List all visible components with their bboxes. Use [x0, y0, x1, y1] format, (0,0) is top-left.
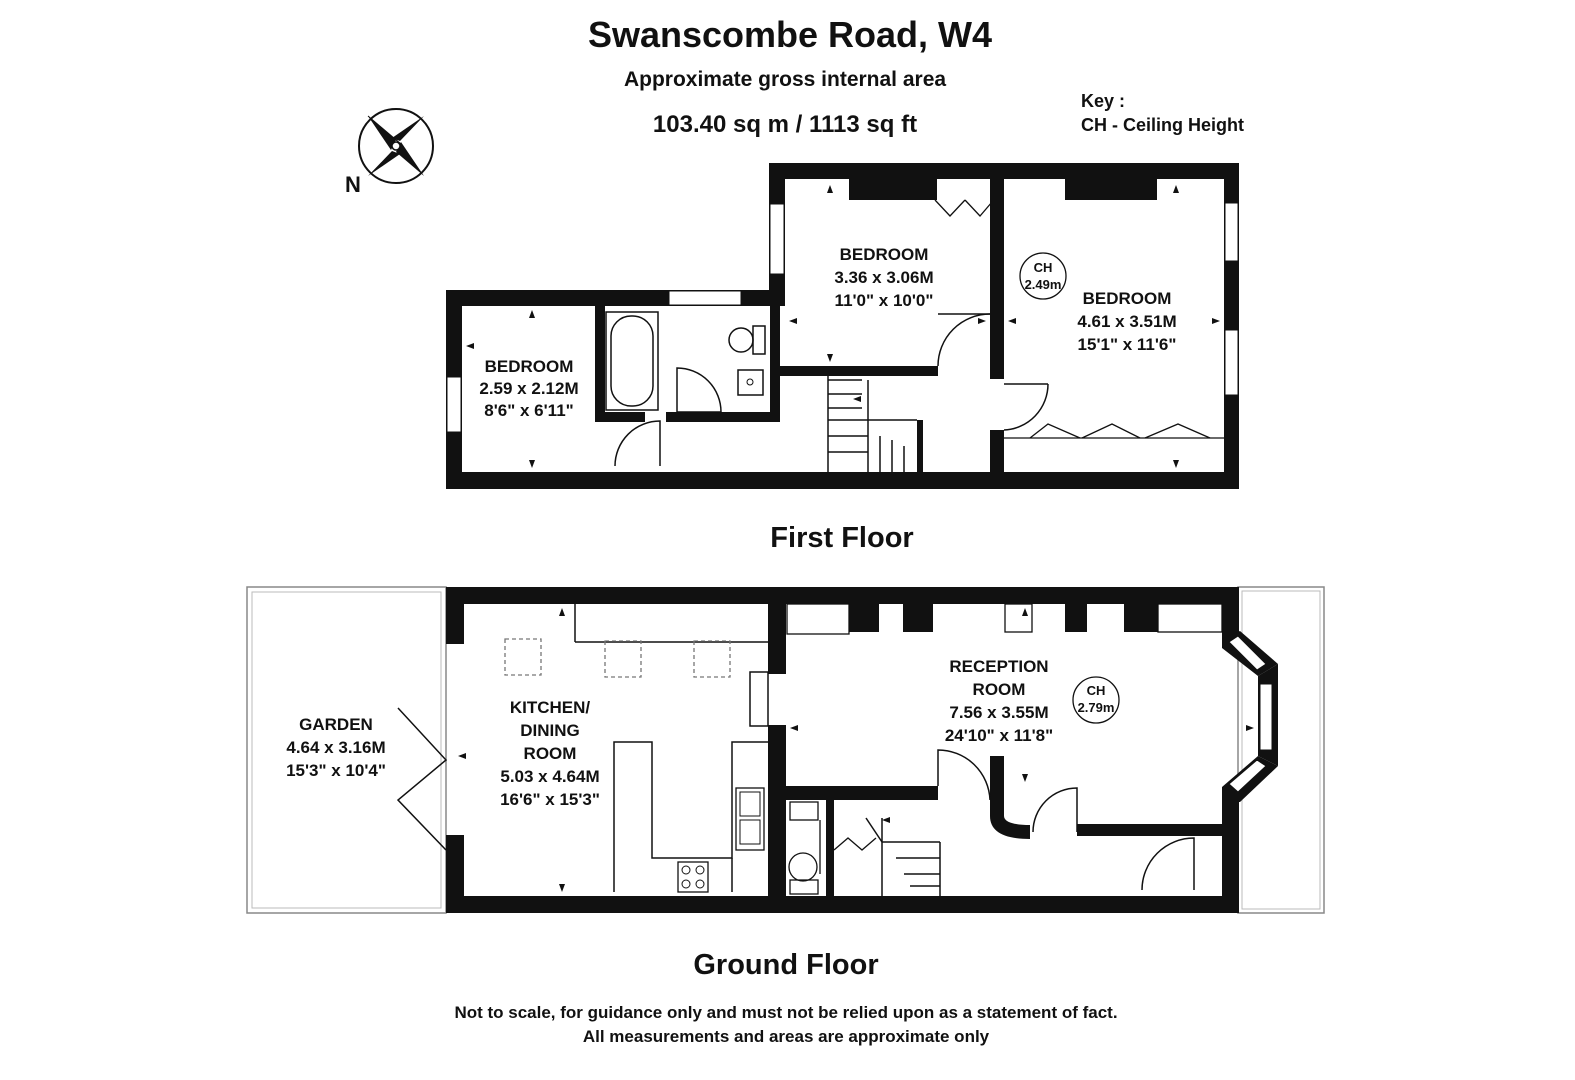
disclaimer-line-1: Not to scale, for guidance only and must… [454, 1003, 1118, 1022]
room-imperial: 8'6" x 6'11" [484, 401, 573, 420]
first-floor-plan: BEDROOM 2.59 x 2.12M 8'6" x 6'11" BEDROO… [446, 163, 1239, 489]
compass-rose-icon: N [345, 108, 434, 197]
room-metric: 5.03 x 4.64M [500, 767, 599, 786]
ch-value: 2.49m [1025, 277, 1062, 292]
key-label: Key : [1081, 91, 1126, 111]
room-name-line1: KITCHEN/ [510, 698, 591, 717]
ch-label: CH [1034, 260, 1053, 275]
first-floor-label: First Floor [770, 522, 914, 554]
page-title: Swanscombe Road, W4 [587, 14, 993, 55]
room-name: BEDROOM [840, 245, 929, 264]
gross-area: 103.40 sq m / 1113 sq ft [652, 111, 918, 138]
ceiling-height-badge: CH 2.79m [1072, 676, 1120, 724]
room-imperial: 16'6" x 15'3" [500, 790, 600, 809]
room-name-line1: RECEPTION [949, 657, 1048, 676]
ground-floor-label: Ground Floor [693, 949, 879, 981]
room-imperial: 15'1" x 11'6" [1078, 335, 1177, 354]
room-name-line2: ROOM [973, 680, 1026, 699]
compass-north-label: N [345, 172, 361, 197]
area-subtitle: Approximate gross internal area [623, 68, 947, 91]
room-imperial: 11'0" x 10'0" [835, 291, 934, 310]
room-metric: 3.36 x 3.06M [834, 268, 933, 287]
ceiling-height-badge: CH 2.49m [1019, 252, 1067, 300]
room-imperial: 15'3" x 10'4" [286, 761, 386, 780]
ch-label: CH [1087, 683, 1106, 698]
room-name: GARDEN [299, 715, 373, 734]
disclaimer-line-2: All measurements and areas are approxima… [582, 1027, 990, 1046]
room-name: BEDROOM [485, 357, 574, 376]
ch-value: 2.79m [1078, 700, 1115, 715]
ground-floor-plan: GARDEN 4.64 x 3.16M 15'3" x 10'4" KITCHE… [246, 586, 1325, 914]
room-metric: 4.64 x 3.16M [286, 738, 385, 757]
room-imperial: 24'10" x 11'8" [945, 726, 1053, 745]
room-name: BEDROOM [1083, 289, 1172, 308]
room-metric: 7.56 x 3.55M [949, 703, 1048, 722]
room-name-line2: DINING [520, 721, 580, 740]
room-name-line3: ROOM [524, 744, 577, 763]
key-entry: CH - Ceiling Height [1081, 115, 1244, 135]
room-metric: 4.61 x 3.51M [1077, 312, 1176, 331]
room-metric: 2.59 x 2.12M [479, 379, 578, 398]
